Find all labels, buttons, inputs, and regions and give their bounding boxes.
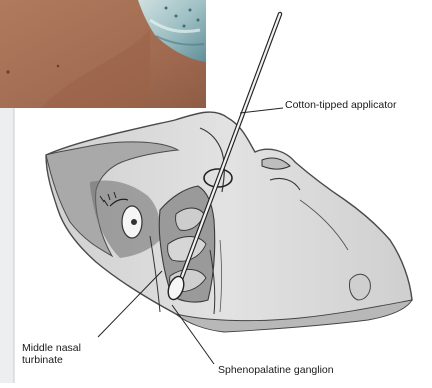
inset-photo: [0, 0, 206, 108]
turbinate-label-line2: turbinate: [22, 354, 81, 366]
left-panel-strip: [0, 108, 14, 383]
ganglion-label: Sphenopalatine ganglion: [218, 364, 334, 376]
turbinate-label: Middle nasal turbinate: [22, 342, 81, 366]
applicator-label: Cotton-tipped applicator: [285, 99, 397, 111]
turbinate-label-line1: Middle nasal: [22, 342, 81, 354]
